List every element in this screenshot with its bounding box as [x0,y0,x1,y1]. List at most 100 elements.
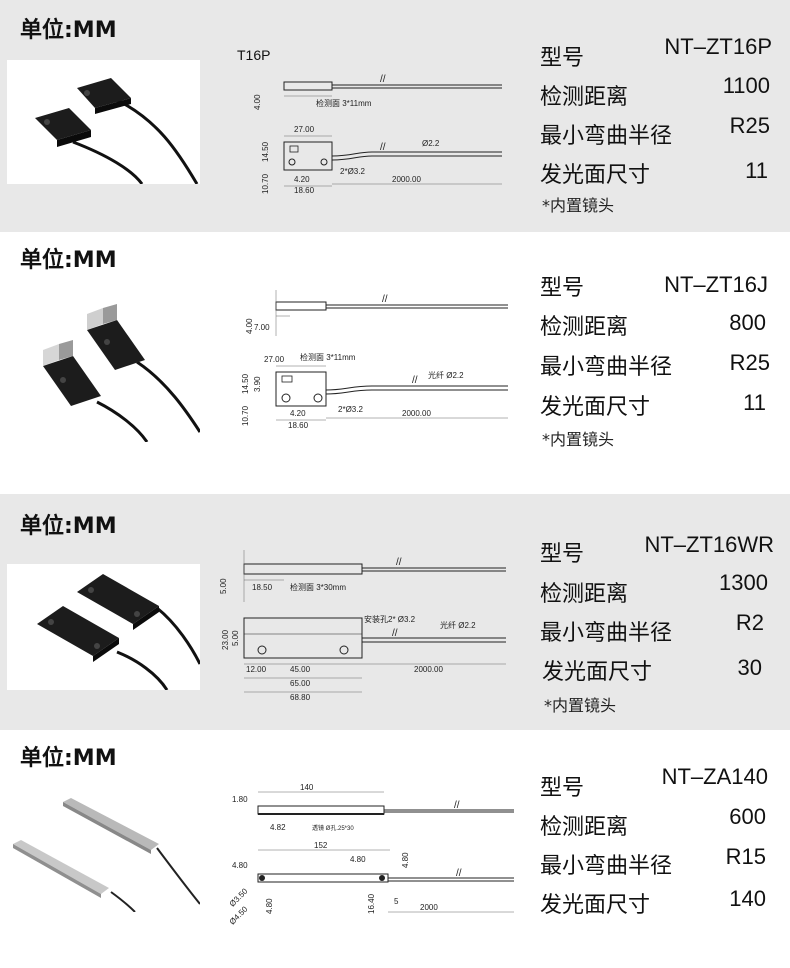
svg-text:安装孔2* Ø3.2: 安装孔2* Ø3.2 [364,614,416,624]
svg-text:14.50: 14.50 [241,373,250,394]
svg-text://: // [396,557,402,568]
svg-text:4.20: 4.20 [290,409,306,418]
spec-value-face-size: 30 [737,655,762,680]
spec-label-face-size: 发光面尺寸 [540,893,651,918]
svg-text:2000.00: 2000.00 [402,409,431,418]
svg-text:4.80: 4.80 [265,898,274,914]
svg-text:2*Ø3.2: 2*Ø3.2 [340,167,365,176]
spec-label-distance: 检测距离 [540,582,629,607]
svg-text:光纤 Ø2.2: 光纤 Ø2.2 [428,370,464,380]
svg-text:152: 152 [314,841,328,850]
product-section-zt16wr: 单位:MM // 5.00 18.50 检测面 3*30mm [0,494,790,730]
svg-text:2*Ø3.2: 2*Ø3.2 [338,405,363,414]
svg-text:23.00: 23.00 [221,629,230,650]
spec-label-radius: 最小弯曲半径 [540,621,673,646]
svg-text:27.00: 27.00 [264,355,285,364]
svg-text:5.00: 5.00 [219,578,228,594]
spec-label-radius: 最小弯曲半径 [540,854,673,879]
spec-value-model: NT–ZA140 [661,764,768,789]
technical-drawing-icon: // 5.00 18.50 检测面 3*30mm // 安装孔2* Ø3.2 光… [214,546,514,706]
spec-value-face-size: 11 [743,390,766,415]
unit-label: 单位:MM [20,248,117,273]
svg-text:Ø4.50: Ø4.50 [228,904,250,926]
product-section-zt16p: 单位:MM T16P // 4.00 检测面 3*11mm 27.00 [0,0,790,232]
svg-text:7.00: 7.00 [254,323,270,332]
spec-value-radius: R25 [729,350,770,375]
product-section-za140: 单位:MM 140 1.80 // 4.82 透镜 Ø孔.25*30 152 [0,730,790,968]
svg-text:18.60: 18.60 [294,186,315,195]
svg-text:4.00: 4.00 [245,318,254,334]
sensor-product-photo-icon [7,792,200,912]
lens-note: *内置镜头 [542,196,615,215]
svg-text:Ø2.2: Ø2.2 [422,139,440,148]
svg-text:18.60: 18.60 [288,421,309,430]
svg-text:4.82: 4.82 [270,823,286,832]
spec-label-distance: 检测距离 [540,815,629,840]
svg-text:18.50: 18.50 [252,583,273,592]
svg-text:68.80: 68.80 [290,693,311,702]
drawing-title: T16P [237,47,270,63]
svg-text:4.20: 4.20 [294,175,310,184]
spec-label-model: 型号 [540,776,585,801]
svg-text:2000: 2000 [420,903,438,912]
svg-text:45.00: 45.00 [290,665,311,674]
sensor-product-photo-icon [7,60,200,184]
unit-label: 单位:MM [20,514,117,539]
svg-text:65.00: 65.00 [290,679,311,688]
svg-text:4.00: 4.00 [253,94,262,110]
spec-value-model: NT–ZT16J [664,272,768,297]
spec-value-radius: R15 [725,844,766,869]
svg-text:1.80: 1.80 [232,795,248,804]
spec-label-model: 型号 [540,276,585,301]
svg-text:12.00: 12.00 [246,665,267,674]
svg-text:27.00: 27.00 [294,125,315,134]
svg-text:检测面 3*30mm: 检测面 3*30mm [290,582,346,592]
svg-text:光纤 Ø2.2: 光纤 Ø2.2 [440,620,476,630]
svg-text:5.00: 5.00 [231,630,240,646]
svg-text://: // [456,868,462,879]
spec-value-radius: R2 [735,610,764,635]
svg-text:16.40: 16.40 [367,893,376,914]
svg-text:10.70: 10.70 [261,173,270,194]
spec-value-distance: 1100 [722,73,770,98]
spec-label-face-size: 发光面尺寸 [540,163,651,188]
svg-text:Ø3.50: Ø3.50 [228,886,250,908]
lens-note: *内置镜头 [542,430,615,449]
svg-text://: // [454,800,460,811]
svg-text:透镜 Ø孔.25*30: 透镜 Ø孔.25*30 [312,824,354,832]
svg-text://: // [380,74,386,85]
spec-value-model: NT–ZT16P [664,34,772,59]
svg-text:检测面 3*11mm: 检测面 3*11mm [316,98,372,108]
spec-value-model: NT–ZT16WR [644,532,774,557]
svg-text:2000.00: 2000.00 [392,175,421,184]
spec-value-distance: 600 [729,804,766,829]
spec-value-distance: 800 [729,310,766,335]
svg-text:2000.00: 2000.00 [414,665,443,674]
unit-label: 单位:MM [20,18,117,43]
spec-label-model: 型号 [540,46,585,71]
svg-text://: // [392,628,398,639]
svg-text://: // [412,375,418,386]
unit-label: 单位:MM [20,746,117,771]
svg-text:4.80: 4.80 [401,852,410,868]
svg-text:140: 140 [300,783,314,792]
svg-text:14.50: 14.50 [261,141,270,162]
svg-text:检测面 3*11mm: 检测面 3*11mm [300,352,356,362]
spec-value-distance: 1300 [719,570,768,595]
svg-text://: // [380,142,386,153]
technical-drawing-icon: // 4.00 7.00 27.00 检测面 3*11mm // 光纤 Ø2.2… [232,286,512,436]
sensor-product-photo-icon [7,564,200,690]
svg-text:10.70: 10.70 [241,405,250,426]
svg-text://: // [382,294,388,305]
svg-text:4.80: 4.80 [350,855,366,864]
spec-label-radius: 最小弯曲半径 [540,124,673,149]
lens-note: *内置镜头 [544,696,617,715]
spec-label-model: 型号 [540,542,585,567]
spec-label-distance: 检测距离 [540,85,629,110]
product-section-zt16j: 单位:MM // 4.00 7.00 27.00 检测面 3*1 [0,232,790,494]
spec-label-distance: 检测距离 [540,315,629,340]
svg-text:5: 5 [394,897,399,906]
sensor-product-photo-icon [7,282,200,442]
svg-text:4.80: 4.80 [232,861,248,870]
spec-value-radius: R25 [729,113,770,138]
